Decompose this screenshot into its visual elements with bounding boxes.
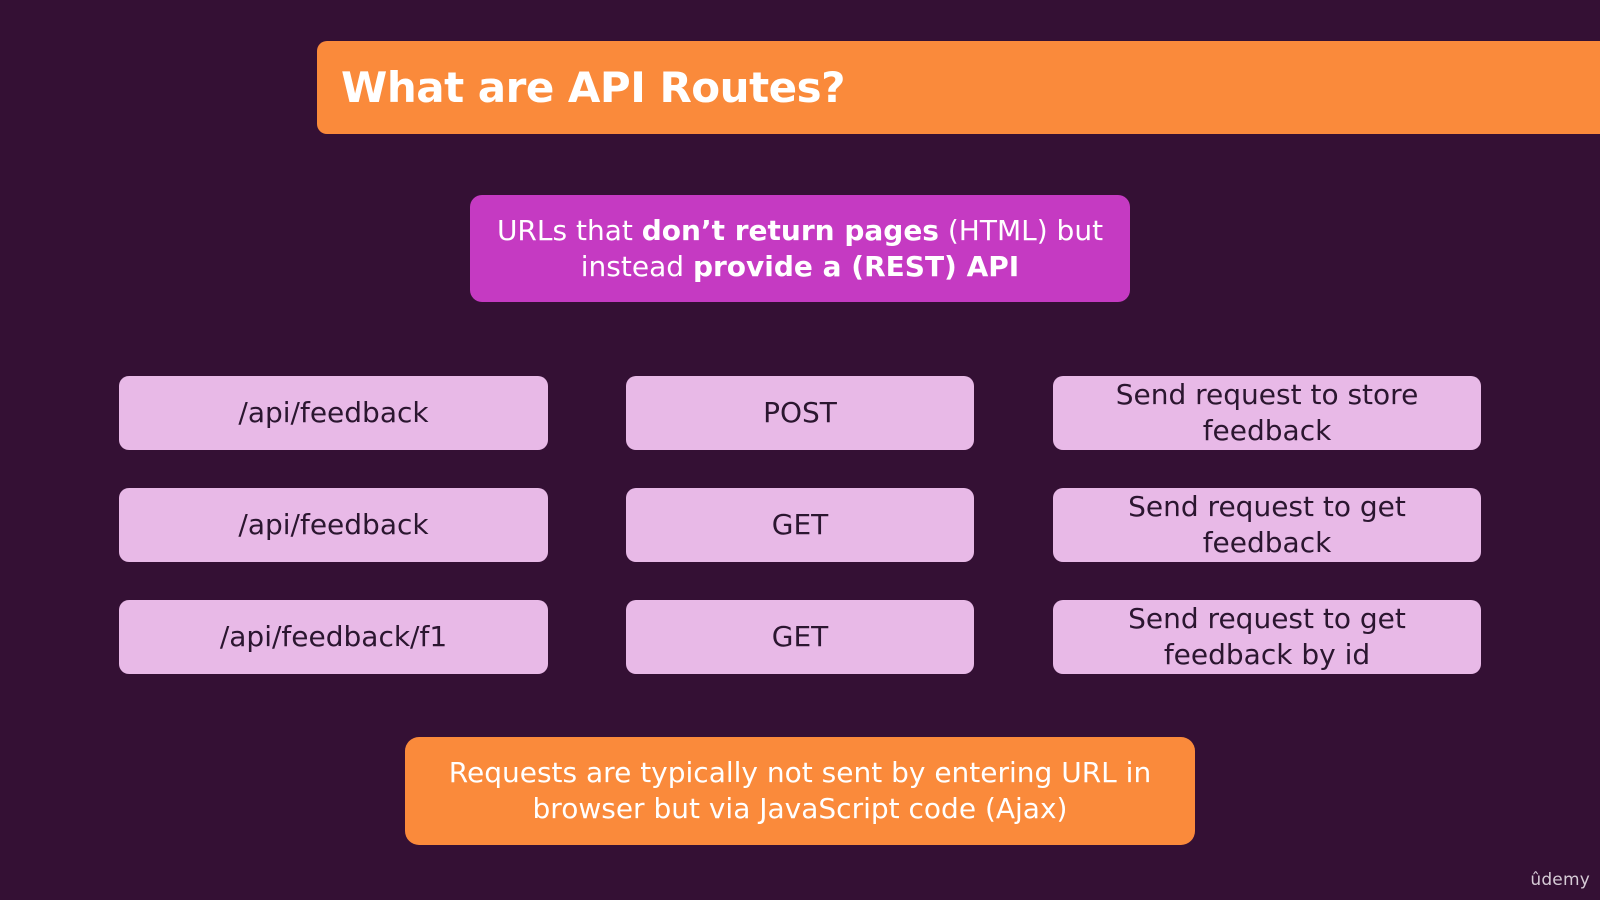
note-text: Requests are typically not sent by enter… xyxy=(448,756,1152,825)
definition-part-3: (HTML) but instead xyxy=(580,213,1104,283)
definition-emphasis-1: don’t return pages xyxy=(641,213,939,247)
definition-emphasis-2: provide a (REST) API xyxy=(692,249,1020,283)
udemy-watermark: ûdemy xyxy=(1530,870,1590,890)
route-method: GET xyxy=(626,488,974,562)
route-path: /api/feedback/f1 xyxy=(119,600,548,674)
route-description: Send request to store feedback xyxy=(1053,376,1481,450)
route-method: POST xyxy=(626,376,974,450)
definition-part-1: URLs that xyxy=(496,213,642,247)
note-box: Requests are typically not sent by enter… xyxy=(405,737,1195,845)
slide-title: What are API Routes? xyxy=(341,63,846,112)
title-bar: What are API Routes? xyxy=(317,41,1600,134)
definition-text: URLs that don’t return pages (HTML) but … xyxy=(490,213,1110,285)
route-description: Send request to get feedback xyxy=(1053,488,1481,562)
definition-box: URLs that don’t return pages (HTML) but … xyxy=(470,195,1130,302)
route-path: /api/feedback xyxy=(119,376,548,450)
route-description: Send request to get feedback by id xyxy=(1053,600,1481,674)
route-path: /api/feedback xyxy=(119,488,548,562)
route-method: GET xyxy=(626,600,974,674)
